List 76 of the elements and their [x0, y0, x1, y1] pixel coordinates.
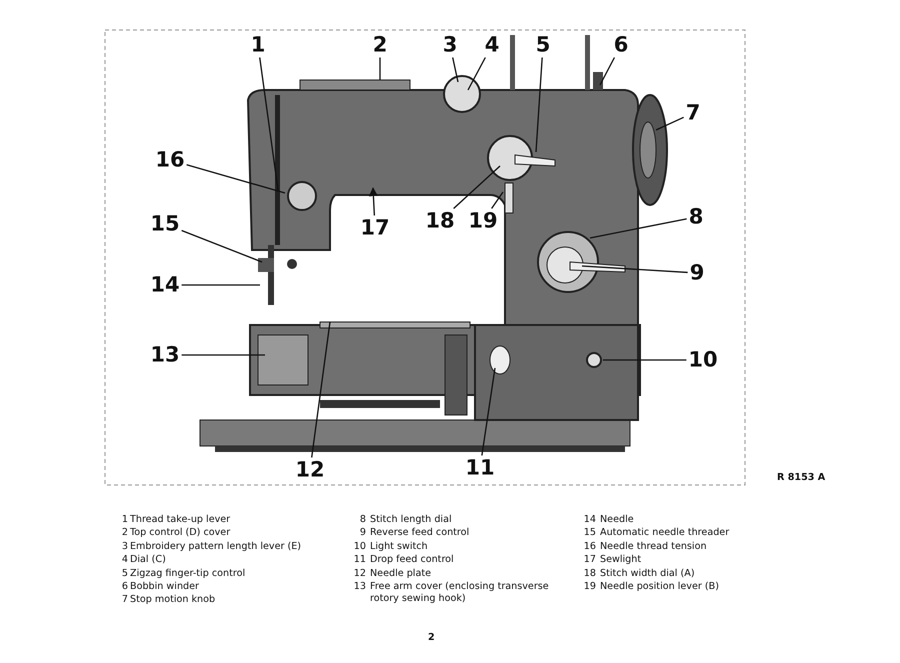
part-description: Dial (C) [130, 554, 166, 566]
callout-number: 11 [465, 458, 495, 478]
callout-number: 14 [150, 274, 180, 296]
callout-number: 15 [150, 214, 180, 234]
callout-number: 9 [690, 262, 704, 284]
item-number: 12 [352, 568, 366, 580]
item-number: 18 [582, 568, 596, 580]
part-description: Embroidery pattern length lever (E) [130, 540, 302, 553]
part-description: Needle thread tension [600, 540, 707, 553]
leader-line [182, 284, 260, 286]
item-number: 3 [120, 540, 128, 553]
leader-line [590, 218, 687, 239]
figure-reference: R 8153 A [777, 472, 826, 484]
part-description: Stop motion knob [130, 594, 216, 606]
item-number: 1 [120, 514, 128, 526]
callout-number: 3 [442, 34, 458, 56]
part-description: Light switch [370, 540, 428, 553]
part-description: Thread take-up lever [130, 514, 230, 526]
arrow [368, 187, 378, 216]
leader-line [182, 354, 265, 356]
leader-line [467, 57, 486, 90]
leader-line [452, 57, 459, 82]
leader-line [259, 57, 279, 190]
item-number: 8 [358, 514, 366, 526]
leader-line [582, 265, 688, 274]
callout-number: 17 [360, 218, 390, 238]
callout-number: 18 [425, 210, 455, 232]
callout-number: 2 [372, 34, 388, 56]
item-number: 6 [120, 581, 128, 593]
part-description: Sewlight [600, 554, 642, 566]
item-number: 16 [582, 540, 596, 553]
item-number: 15 [582, 527, 596, 540]
callout-number: 13 [150, 344, 180, 366]
item-number: 4 [120, 554, 128, 566]
part-description: Drop feed control [370, 554, 454, 566]
callout-number: 19 [468, 210, 498, 232]
part-description: Zigzag finger-tip control [130, 568, 246, 580]
part-description: Stitch length dial [370, 514, 452, 526]
part-description: Needle [600, 514, 634, 526]
item-number: 9 [358, 527, 366, 540]
item-number: 10 [352, 540, 366, 553]
page-number: 2 [428, 632, 435, 644]
callout-number: 1 [250, 34, 266, 56]
callout-number: 5 [536, 34, 550, 56]
leader-line [603, 359, 686, 361]
leader-line [186, 164, 286, 194]
part-description: Bobbin winder [130, 581, 199, 593]
leader-line [181, 230, 262, 263]
part-description: Top control (D) cover [130, 527, 230, 540]
callout-number: 8 [688, 206, 704, 228]
item-number: 19 [582, 581, 596, 593]
callout-number: 7 [686, 102, 700, 124]
part-description: Needle position lever (B) [600, 581, 719, 593]
callout-number: 4 [484, 34, 500, 56]
leader-line [491, 192, 504, 209]
part-description: Automatic needle threader [600, 527, 730, 540]
leader-line [453, 166, 500, 209]
part-description: Stitch width dial (A) [600, 568, 695, 580]
part-description: Needle plate [370, 568, 431, 580]
callout-number: 16 [155, 150, 185, 170]
leader-line [379, 58, 381, 80]
item-number: 17 [582, 554, 596, 566]
item-number: 7 [120, 594, 128, 606]
leader-line [535, 57, 543, 152]
item-number: 2 [120, 527, 128, 540]
item-number: 14 [582, 514, 596, 526]
callout-number: 10 [688, 350, 718, 370]
item-number: 5 [120, 568, 128, 580]
part-description: Reverse feed control [370, 527, 470, 540]
item-number: 11 [352, 554, 366, 566]
part-description: Free arm cover (enclosing transverse rotory sewing hook) [370, 581, 550, 605]
leader-line [656, 116, 684, 131]
item-number: 13 [352, 581, 366, 593]
leader-line [599, 57, 616, 86]
callout-number: 12 [295, 460, 325, 480]
callout-number: 6 [614, 34, 628, 56]
